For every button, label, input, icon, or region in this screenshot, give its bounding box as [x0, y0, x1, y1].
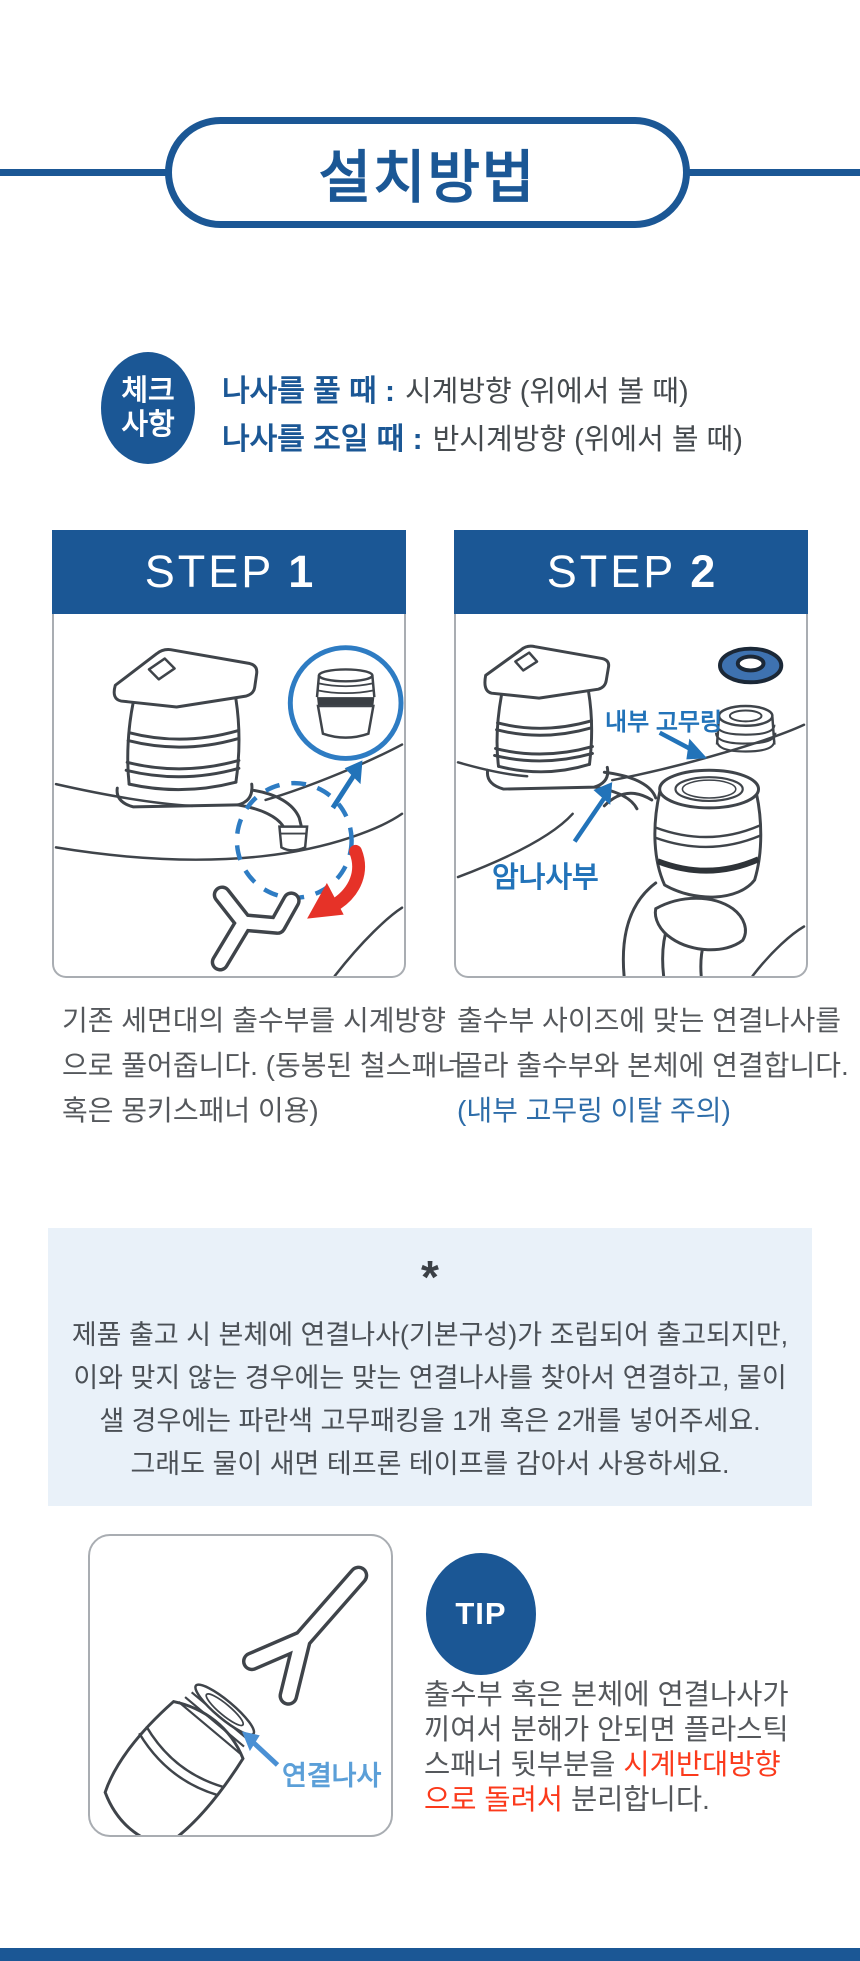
check-item-value: 시계방향 (위에서 볼 때) [405, 376, 689, 408]
check-badge-line2: 사항 [121, 409, 175, 441]
step2-number: 2 [690, 546, 716, 597]
step1-figure [52, 614, 406, 978]
check-badge: 체크 사항 [101, 352, 195, 464]
faucet-icon [112, 648, 309, 852]
asterisk-marker: * [421, 1251, 439, 1303]
step2-figure [454, 614, 808, 978]
caption-note: (내부 고무링 이탈 주의) [457, 1095, 731, 1126]
inner-ring-label: 내부 고무링 [605, 709, 723, 736]
tip-line3-gray: 스패너 뒷부분을 [424, 1749, 624, 1781]
zoom-callout-arrow-icon [330, 760, 363, 810]
tip-text: 출수부 혹은 본체에 연결나사가 끼여서 분해가 안되면 플라스틱 스패너 뒷부… [424, 1678, 789, 1818]
step1-illustration [54, 645, 404, 976]
caption-line: 혹은 몽키스패너 이용) [62, 1095, 319, 1126]
female-thread-label: 암나사부 [492, 862, 599, 894]
section-title-pill: 설치방법 [165, 117, 690, 228]
step1-caption: 기존 세면대의 출수부를 시계방향 으로 풀어줍니다. (동봉된 철스패너 혹은… [62, 998, 464, 1133]
female-thread-arrow-icon [572, 782, 613, 843]
page-title: 설치방법 [318, 145, 537, 210]
notice-text: 제품 출고 시 본체에 연결나사(기본구성)가 조립되어 출고되지만, 이와 맞… [48, 1314, 812, 1486]
section-bottom-divider [0, 1948, 860, 1961]
sink-outline [456, 723, 806, 976]
check-item-label: 나사를 풀 때 : [222, 375, 395, 408]
tip-badge-label: TIP [455, 1596, 507, 1631]
step1-word: STEP [144, 546, 275, 597]
tip-line3-red: 시계반대방향 [623, 1749, 781, 1781]
tip-line4-gray: 분리합니다. [563, 1784, 710, 1816]
tip-badge: TIP [426, 1553, 536, 1675]
tip-line: 으로 돌려서 분리합니다. [424, 1783, 789, 1818]
step1-number: 1 [288, 546, 314, 597]
check-item-loosen: 나사를 풀 때 : 시계방향 (위에서 볼 때) [222, 368, 743, 416]
check-item-tighten: 나사를 조일 때 : 반시계방향 (위에서 볼 때) [222, 416, 743, 464]
step2-word: STEP [546, 546, 677, 597]
faucet-icon [483, 644, 658, 811]
tip-line: 끼여서 분해가 안되면 플라스틱 [424, 1714, 789, 1746]
tip-illustration [103, 1565, 369, 1835]
notice-line: 샐 경우에는 파란색 고무패킹을 1개 혹은 2개를 넣어주세요. [99, 1406, 761, 1436]
caption-line: 으로 풀어줍니다. (동봉된 철스패너 [62, 1050, 464, 1081]
thumb-icon [653, 896, 747, 952]
check-item-value: 반시계방향 (위에서 볼 때) [432, 424, 743, 456]
check-item-label: 나사를 조일 때 : [222, 423, 423, 456]
tip-line4-red: 으로 돌려서 [424, 1784, 564, 1816]
notice-line: 제품 출고 시 본체에 연결나사(기본구성)가 조립되어 출고되지만, [71, 1320, 789, 1350]
step2-header: STEP 2 [454, 530, 808, 614]
magnifier-bubble [287, 645, 404, 761]
step1-header: STEP 1 [52, 530, 406, 614]
tip-figure [88, 1534, 393, 1837]
notice-box: * 제품 출고 시 본체에 연결나사(기본구성)가 조립되어 출고되지만, 이와… [48, 1228, 812, 1506]
connector-screw-label: 연결나사 [282, 1761, 382, 1791]
tip-line: 출수부 혹은 본체에 연결나사가 [424, 1679, 789, 1711]
connector-screw-icon [714, 704, 777, 753]
tip-line: 스패너 뒷부분을 시계반대방향 [424, 1748, 789, 1783]
check-items: 나사를 풀 때 : 시계방향 (위에서 볼 때) 나사를 조일 때 : 반시계방향 … [222, 368, 743, 464]
spanner-icon [210, 885, 301, 972]
filter-body-icon [103, 1683, 256, 1835]
red-rotation-arrow-icon [307, 844, 365, 919]
step2-illustration [456, 644, 806, 976]
caption-line: 기존 세면대의 출수부를 시계방향 [62, 1005, 446, 1036]
blue-rubber-ring-icon [718, 646, 784, 685]
connector-pointer-arrow-icon [241, 1731, 280, 1767]
caption-line: 골라 출수부와 본체에 연결합니다. [457, 1050, 849, 1081]
check-badge-line1: 체크 [121, 375, 175, 407]
step2-caption: 출수부 사이즈에 맞는 연결나사를 골라 출수부와 본체에 연결합니다. (내부… [457, 998, 849, 1133]
inner-ring-arrow-icon [658, 730, 708, 760]
notice-line: 이와 맞지 않는 경우에는 맞는 연결나사를 찾아서 연결하고, 물이 [73, 1363, 787, 1393]
spanner-icon [241, 1565, 369, 1706]
filter-body-in-hand-icon [621, 768, 763, 976]
notice-line: 그래도 물이 새면 테프론 테이프를 감아서 사용하세요. [130, 1449, 730, 1479]
caption-line: 출수부 사이즈에 맞는 연결나사를 [457, 1005, 841, 1036]
